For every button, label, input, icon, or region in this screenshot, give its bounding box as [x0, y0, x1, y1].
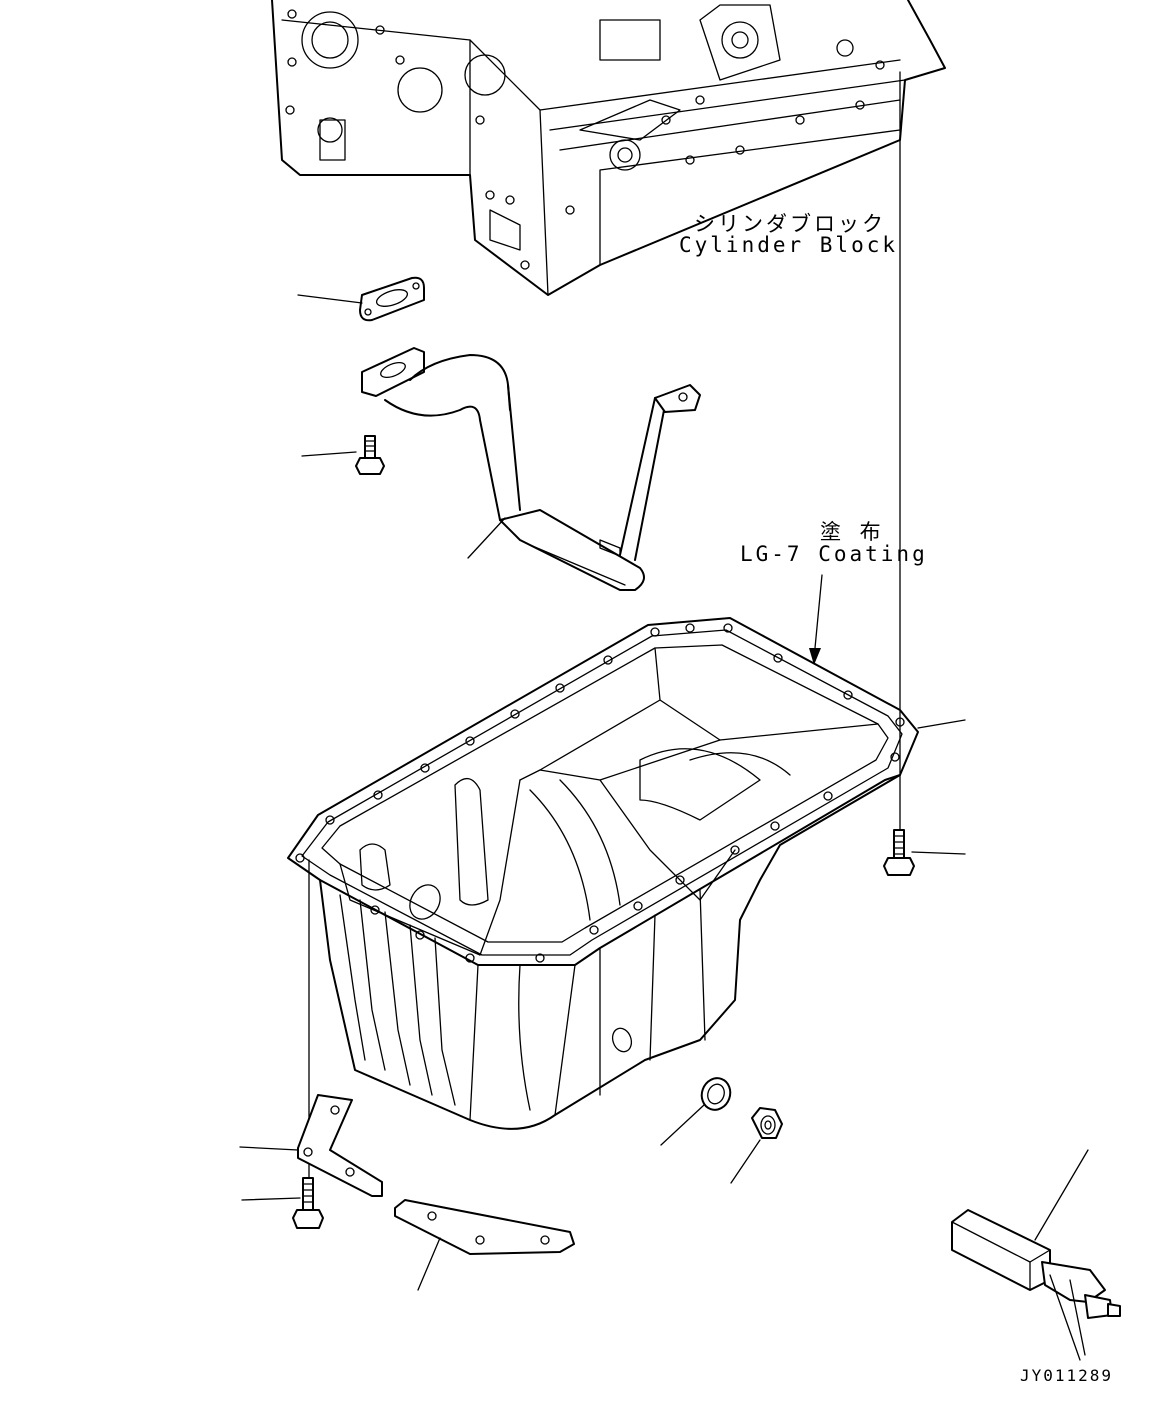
bolt-icon: [355, 435, 385, 475]
washer-leader: [660, 1104, 705, 1146]
tool-icon: [951, 1209, 1121, 1361]
tube-leader: [467, 517, 506, 559]
tool-leader: [1034, 1149, 1089, 1241]
plug-icon: [751, 1107, 783, 1139]
coating-label-en: LG-7 Coating: [740, 542, 928, 566]
gasket-icon: [359, 276, 425, 322]
coating-label-jp: 塗 布: [820, 520, 884, 544]
cylinder-block-label-en: Cylinder Block: [679, 233, 899, 257]
oil-pan-leader: [917, 719, 966, 729]
washer-icon: [700, 1077, 732, 1111]
cylinder-block-label-jp: シリンダブロック: [694, 212, 886, 236]
drawing-id: JY011289: [1020, 1366, 1114, 1385]
bolt-icon: [292, 1177, 324, 1229]
coating-arrow-icon: [809, 574, 823, 665]
cylinder-block-icon: [271, 0, 946, 296]
oil-pan-icon: [287, 617, 919, 1130]
rear-plate-leader: [417, 1237, 441, 1291]
strainer-tube-icon: [361, 347, 701, 591]
plate-bolt-leader: [241, 1197, 301, 1201]
plug-leader: [730, 1139, 761, 1184]
plate-icon: [394, 1199, 575, 1255]
plate-icon: [297, 1094, 383, 1197]
front-plate-leader: [239, 1146, 299, 1151]
bolt-icon: [883, 829, 915, 876]
tube-bolt-leader: [301, 451, 357, 457]
pan-bolt-leader: [911, 851, 966, 855]
gasket-leader: [297, 294, 363, 304]
